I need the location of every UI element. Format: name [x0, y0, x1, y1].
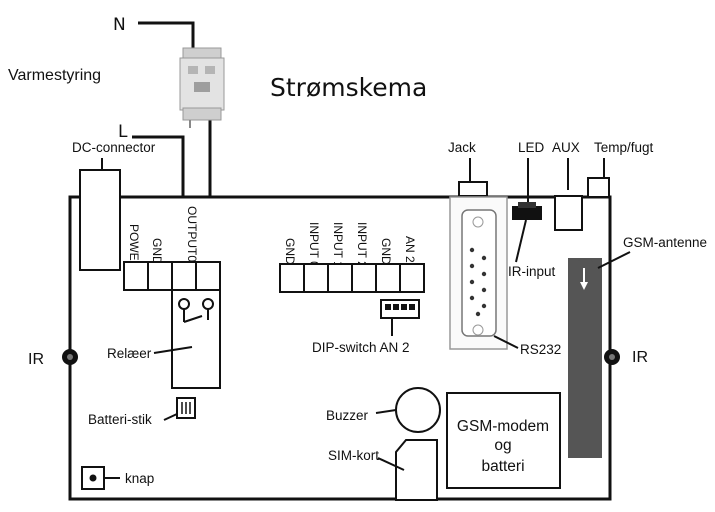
terminal	[351, 263, 377, 293]
terminal	[303, 263, 329, 293]
label-gsm-antenne: GSM-antenne	[623, 235, 707, 250]
dip-switch-icon	[380, 299, 420, 319]
label-dc-connector: DC-connector	[72, 140, 156, 155]
terminal-label-power: POWER	[127, 224, 141, 270]
terminal	[123, 261, 149, 291]
sim-card-icon	[395, 439, 438, 501]
label-jack: Jack	[448, 140, 476, 155]
terminal	[171, 261, 197, 291]
middle-terminal-block	[279, 263, 425, 293]
label-ir-right: IR	[632, 349, 648, 366]
buzzer-icon	[395, 387, 441, 433]
label-rs232: RS232	[520, 342, 561, 357]
terminal	[195, 261, 221, 291]
gsm-modem-label-line3: batteri	[481, 458, 524, 475]
terminal	[279, 263, 305, 293]
gsm-antenna-icon	[568, 258, 602, 458]
terminal-label-gnd: GND	[283, 238, 297, 265]
jack-connector-icon	[458, 181, 488, 197]
gsm-modem-box	[446, 392, 561, 489]
label-sim-kort: SIM-kort	[328, 448, 379, 463]
label-knap: knap	[125, 471, 154, 486]
middle-terminal-labels: GND INPUT 0 INPUT 1 INPUT 2 GND AN 2	[283, 222, 417, 268]
gsm-modem-label-line1: GSM-modem	[457, 418, 549, 435]
temp-sensor-connector-icon	[587, 177, 610, 198]
terminal	[375, 263, 401, 293]
label-ir-left: IR	[28, 351, 44, 368]
wire-n	[138, 21, 195, 50]
dc-connector-icon	[79, 169, 121, 271]
terminal-label-input2: INPUT 2	[355, 222, 369, 268]
aux-connector-icon	[554, 195, 583, 231]
battery-connector-icon	[176, 397, 196, 419]
terminal-label-output0: OUTPUT0	[185, 206, 199, 262]
label-led: LED	[518, 140, 545, 155]
terminal-label-an2: AN 2	[403, 236, 417, 263]
terminal-label-input0: INPUT 0	[307, 222, 321, 268]
label-batteri-stik: Batteri-stik	[88, 412, 152, 427]
label-dip-switch: DIP-switch AN 2	[312, 340, 410, 355]
terminal	[147, 261, 173, 291]
terminal-label-gnd: GND	[150, 238, 164, 265]
label-buzzer: Buzzer	[326, 408, 369, 423]
diagram-title: Strømskema	[270, 73, 427, 102]
left-terminal-labels: POWER GND OUTPUT0	[127, 206, 199, 270]
label-relaeer: Relæer	[107, 346, 152, 361]
gsm-modem-label-line2: og	[494, 437, 511, 454]
terminal	[327, 263, 353, 293]
contactor-icon	[179, 47, 225, 128]
rs232-connector-icon	[449, 196, 508, 350]
label-temp-fugt: Temp/fugt	[594, 140, 654, 155]
left-terminal-block	[123, 261, 221, 291]
led-ir-receiver-icon	[512, 202, 542, 220]
label-n: N	[113, 15, 126, 35]
terminal-label-input1: INPUT 1	[331, 222, 345, 268]
label-l: L	[118, 122, 128, 142]
label-ir-input: IR-input	[508, 264, 556, 279]
label-varmestyring: Varmestyring	[8, 67, 101, 84]
label-aux: AUX	[552, 140, 580, 155]
terminal	[399, 263, 425, 293]
relay-icon	[171, 289, 221, 389]
terminal-label-gnd: GND	[379, 238, 393, 265]
